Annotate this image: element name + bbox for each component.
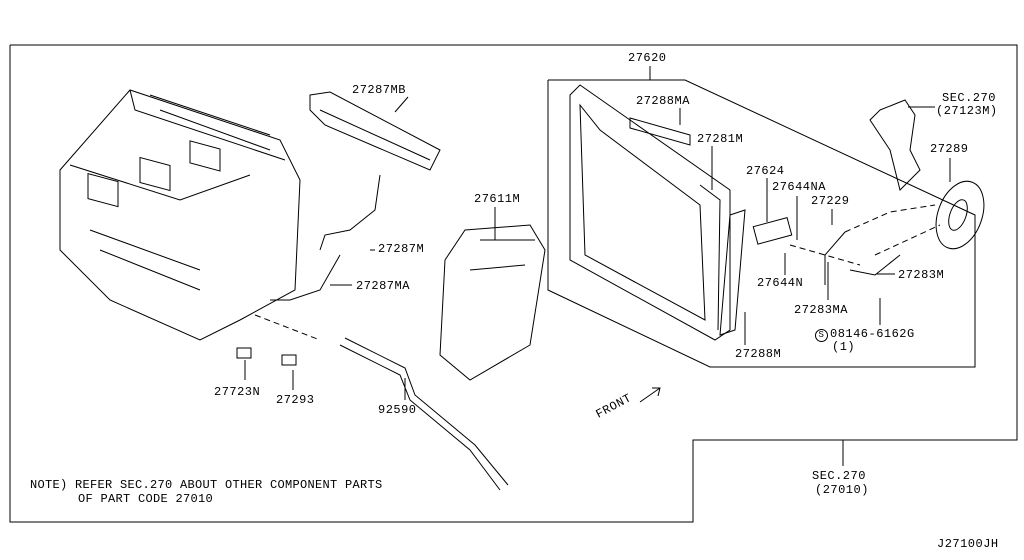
drain-hose-92590-drawing: [339, 337, 509, 491]
part-label-27723n[interactable]: 27723N: [214, 385, 261, 399]
case-27611m-drawing: [439, 224, 546, 381]
part-label-92590[interactable]: 92590: [378, 403, 417, 417]
part-label-27283m[interactable]: 27283M: [898, 268, 945, 282]
seal-27288ma-drawing: [629, 117, 691, 146]
part-label-27123m[interactable]: (27123M): [936, 104, 998, 118]
sensor-27723n-drawing: [236, 347, 252, 359]
part-label-27288ma[interactable]: 27288MA: [636, 94, 690, 108]
clip-27293-drawing: [281, 354, 297, 366]
part-label-27288m[interactable]: 27288M: [735, 347, 782, 361]
hvac-unit-drawing: [59, 89, 301, 341]
front-arrow-icon: [639, 387, 661, 403]
sec-270-label[interactable]: SEC.270: [942, 91, 996, 105]
s-symbol-icon: S: [815, 329, 828, 342]
part-label-27287m[interactable]: 27287M: [378, 242, 425, 256]
note-line-1: NOTE) REFER SEC.270 ABOUT OTHER COMPONEN…: [30, 478, 383, 492]
pipe-27283m-drawing: [849, 254, 901, 276]
evaporator-core-drawing: [569, 84, 731, 341]
part-label-27644n[interactable]: 27644N: [757, 276, 804, 290]
note-line-2: OF PART CODE 27010: [78, 492, 214, 506]
part-label-27229[interactable]: 27229: [811, 194, 850, 208]
diagram-code: J27100JH: [937, 537, 999, 551]
leader-lines: [244, 66, 951, 466]
evaporator-frame: [547, 79, 976, 368]
seal-27288m-drawing: [719, 209, 746, 336]
part-label-27287ma[interactable]: 27287MA: [356, 279, 410, 293]
duct-27287mb-drawing: [309, 91, 441, 171]
expansion-valve-drawing: [752, 217, 793, 245]
part-label-27624[interactable]: 27624: [746, 164, 785, 178]
outer-frame: [9, 44, 1018, 523]
part-label-27287mb[interactable]: 27287MB: [352, 83, 406, 97]
part-label-27289[interactable]: 27289: [930, 142, 969, 156]
pipe-27287ma-drawing: [270, 254, 341, 301]
pipe-27283ma-drawing: [824, 231, 846, 285]
part-label-27611m[interactable]: 27611M: [474, 192, 521, 206]
part-label-27620[interactable]: 27620: [628, 51, 667, 65]
bracket-27123m-drawing: [869, 99, 921, 191]
part-label-27281m[interactable]: 27281M: [697, 132, 744, 146]
part-label-27010[interactable]: (27010): [815, 483, 869, 497]
part-quantity: (1): [832, 340, 856, 354]
sec-270-label-2[interactable]: SEC.270: [812, 469, 866, 483]
part-label-27644na[interactable]: 27644NA: [772, 180, 826, 194]
part-label-27283ma[interactable]: 27283MA: [794, 303, 848, 317]
part-number: 08146-6162G: [830, 327, 915, 341]
pipe-27287m-drawing: [319, 174, 381, 251]
part-label-27293[interactable]: 27293: [276, 393, 315, 407]
dashed-guide-lines: [254, 204, 941, 341]
grommet-27289-drawing: [935, 180, 985, 250]
